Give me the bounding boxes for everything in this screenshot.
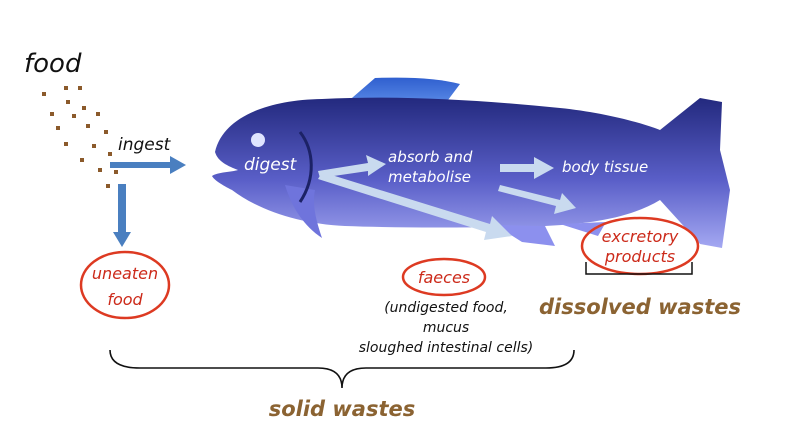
excretory-bracket [585, 262, 693, 275]
label-dissolved-wastes: dissolved wastes [539, 295, 741, 319]
solid-wastes-brace [109, 349, 575, 389]
ingest-arrow [110, 156, 186, 174]
label-absorb-line2: metabolise [388, 168, 471, 186]
label-faeces-detail-line1: (undigested food, [384, 300, 508, 316]
pelvic-fin [495, 225, 555, 246]
label-ingest: ingest [118, 135, 172, 155]
dorsal-fin [345, 77, 460, 104]
uneaten-ellipse [79, 250, 171, 320]
uneaten-arrow [113, 184, 131, 247]
label-uneaten-line2: food [107, 290, 143, 309]
anal-fin [560, 222, 606, 236]
label-excretory-line1: excretory [602, 227, 679, 246]
fish-body [212, 97, 730, 248]
pectoral-fin [285, 185, 322, 238]
label-faeces: faeces [418, 268, 470, 287]
food-particles [42, 86, 118, 188]
label-body-tissue: body tissue [562, 158, 648, 176]
internal-arrows [318, 155, 576, 240]
label-digest: digest [244, 155, 298, 175]
label-uneaten-line1: uneaten [92, 264, 158, 283]
label-faeces-detail-line2: mucus [423, 320, 469, 336]
fish-eye [251, 133, 265, 147]
gill-line [298, 131, 313, 203]
label-food: food [24, 49, 82, 79]
label-faeces-detail-line3: sloughed intestinal cells) [359, 340, 534, 356]
label-excretory-line2: products [604, 247, 675, 266]
faeces-ellipse [401, 257, 487, 297]
label-absorb-line1: absorb and [388, 148, 473, 166]
label-solid-wastes: solid wastes [269, 397, 416, 421]
